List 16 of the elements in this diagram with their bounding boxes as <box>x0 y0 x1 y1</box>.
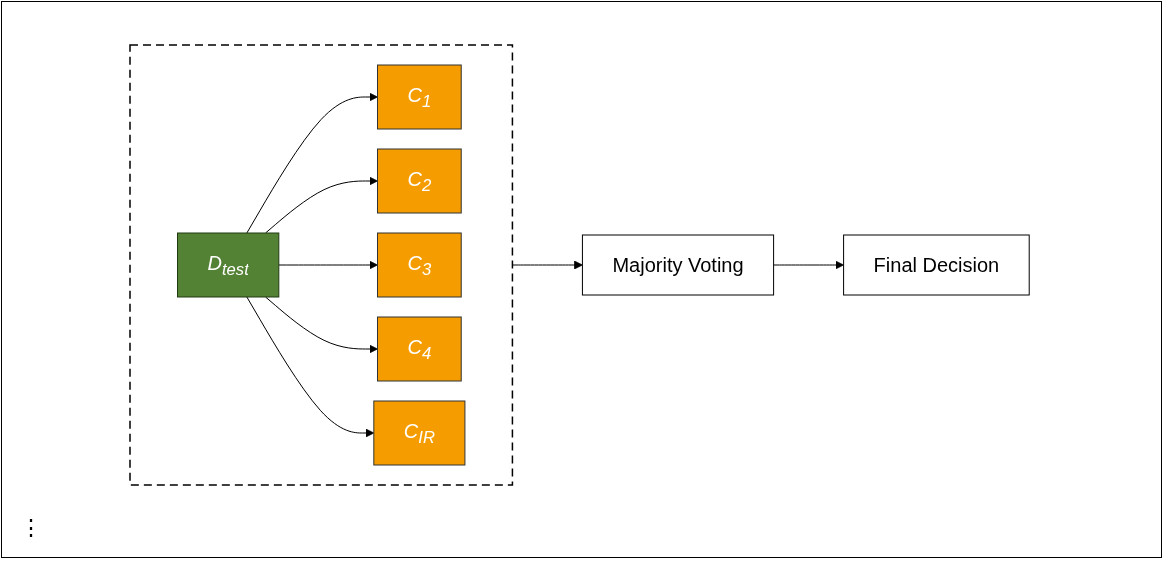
arrow <box>246 92 379 234</box>
node-box: C$_{1}$ <box>377 64 463 130</box>
node-box: C$_{3}$ <box>377 232 463 298</box>
arrow <box>773 260 845 270</box>
arrow <box>265 296 379 354</box>
arrow <box>246 296 375 438</box>
node-box: C$_{2}$ <box>377 148 463 214</box>
node-box: C$_{IR}$ <box>373 400 466 466</box>
node-box: D$_{test}$ <box>177 232 280 298</box>
arrow <box>512 260 584 270</box>
node-box: Majority Voting <box>582 234 775 296</box>
node-box: C$_{4}$ <box>377 316 463 382</box>
cluster <box>129 44 514 486</box>
node-box: Final Decision <box>843 234 1031 296</box>
ellipsis-dots: ⋮ <box>20 515 42 540</box>
arrow <box>265 176 379 234</box>
